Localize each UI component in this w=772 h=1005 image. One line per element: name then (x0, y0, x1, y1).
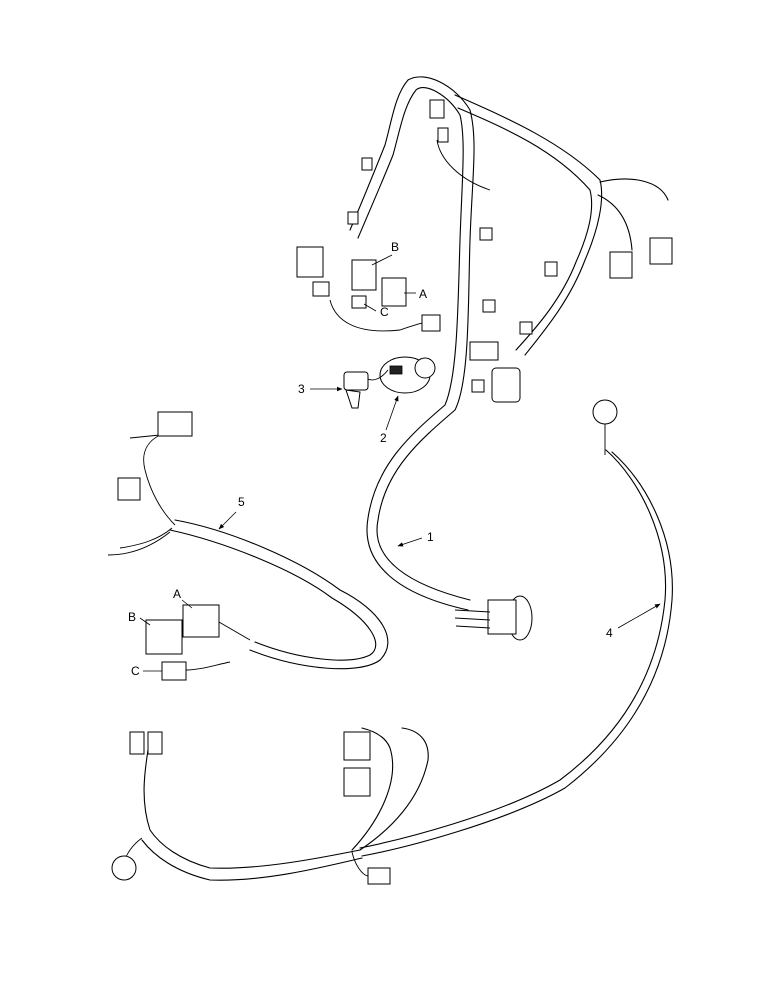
connector-bottom-mid-a (343, 731, 371, 761)
clip (361, 157, 373, 171)
harness4-connector (592, 399, 618, 425)
connector-c-lower (161, 661, 187, 681)
connector-harness5-top (157, 411, 193, 437)
ignition-switch (365, 356, 436, 394)
clip (479, 227, 493, 241)
label-item-1: 1 (427, 530, 434, 544)
connector-bottom-left-a (129, 731, 145, 755)
connector-bottom-left-b (147, 731, 163, 755)
clip (519, 321, 533, 335)
bottom-round-connector (111, 855, 137, 881)
harness-5 (107, 411, 389, 681)
connector-harness5-left (117, 477, 141, 501)
label-connector-c-upper: C (380, 305, 389, 319)
clip (347, 211, 359, 225)
label-connector-a-upper: A (419, 287, 427, 301)
label-item-2: 2 (380, 431, 387, 445)
ignition-key (343, 371, 369, 409)
connector-c-upper (351, 295, 367, 309)
label-connector-a-lower: A (173, 587, 181, 601)
connector-body (487, 599, 517, 635)
main-harness (296, 76, 673, 641)
connector-small (437, 127, 449, 143)
connector-bottom-mid-b (343, 767, 371, 797)
harness-4 (359, 399, 673, 857)
connector-upper-small (312, 281, 330, 297)
connector-a-lower (182, 604, 220, 638)
label-item-4: 4 (606, 626, 613, 640)
clip (544, 261, 558, 277)
connector-upper-left (296, 246, 324, 278)
label-item-3: 3 (298, 382, 305, 396)
connector-lead (421, 314, 441, 332)
connector-mid (469, 341, 499, 361)
label-connector-c-lower: C (131, 664, 140, 678)
connector-large (491, 367, 521, 403)
label-connector-b-upper: B (391, 240, 399, 254)
clip (471, 379, 485, 393)
connector-bottom-small (367, 867, 391, 885)
label-item-5: 5 (238, 495, 245, 509)
connector-right-a (609, 251, 633, 279)
connector-a-upper (381, 277, 407, 307)
label-connector-b-lower: B (128, 610, 136, 624)
connector-right-b (649, 237, 673, 265)
callouts: 1 2 3 4 5 A B C A B C (128, 240, 661, 678)
connector-b-lower (145, 619, 183, 655)
connector-top (429, 99, 445, 119)
bottom-harness (111, 727, 429, 885)
clip (482, 299, 496, 313)
